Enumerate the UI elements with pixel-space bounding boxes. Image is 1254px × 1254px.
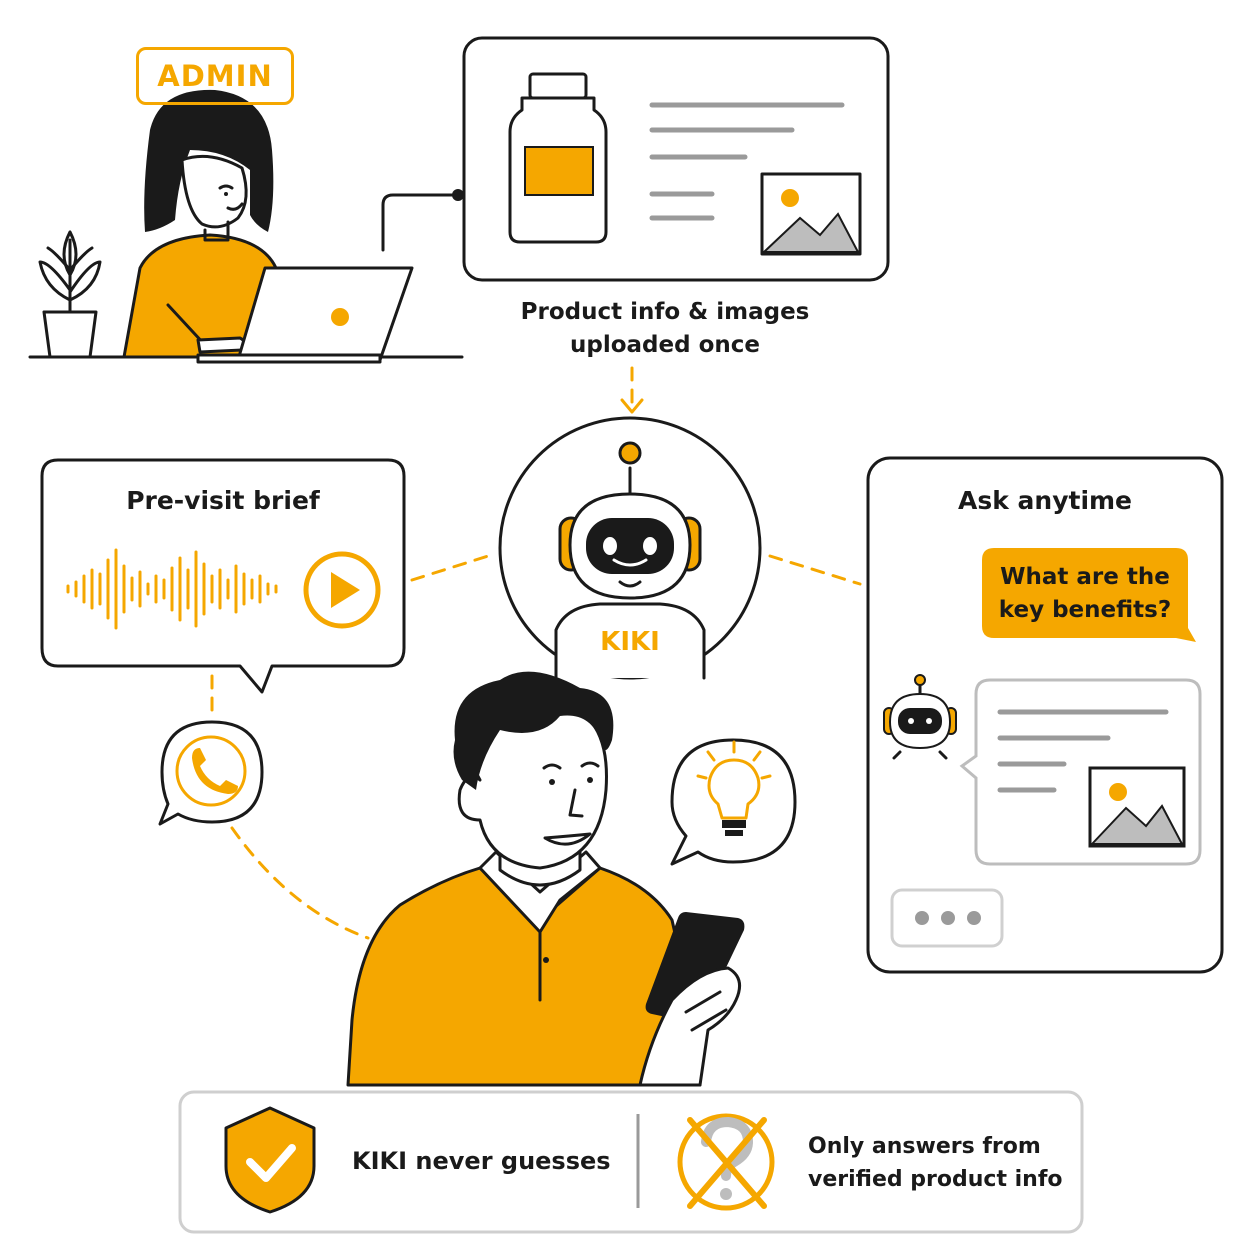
robot-icon bbox=[498, 416, 762, 680]
image-icon bbox=[760, 172, 862, 256]
robot-name: KIKI bbox=[600, 627, 660, 657]
admin-scene bbox=[28, 89, 464, 364]
play-icon[interactable] bbox=[303, 551, 381, 629]
lightbulb-icon bbox=[670, 738, 797, 866]
question-line2: key benefits? bbox=[998, 597, 1172, 623]
upload-caption-line2: uploaded once bbox=[570, 332, 760, 358]
laptop-icon bbox=[196, 266, 414, 364]
brief-card bbox=[40, 458, 406, 694]
plant-icon bbox=[38, 230, 102, 359]
footer-left-text: KIKI never guesses bbox=[352, 1147, 611, 1175]
brief-title: Pre-visit brief bbox=[126, 486, 320, 515]
user-person bbox=[346, 671, 745, 1087]
upload-caption: Product info & images uploaded once bbox=[500, 296, 830, 362]
question-bubble: What are the key benefits? bbox=[980, 548, 1190, 640]
footer-right-line2: verified product info bbox=[808, 1167, 1063, 1192]
whatsapp-icon bbox=[158, 720, 264, 826]
ask-title: Ask anytime bbox=[957, 486, 1133, 515]
footer-right-line1: Only answers from bbox=[808, 1134, 1041, 1159]
audio-wave-icon bbox=[66, 548, 278, 630]
admin-badge: ADMIN bbox=[136, 47, 294, 105]
mini-robot-icon bbox=[883, 674, 957, 760]
answer-image-icon bbox=[1088, 766, 1186, 848]
admin-person bbox=[122, 89, 292, 359]
footer-right-text: Only answers from verified product info bbox=[808, 1130, 1070, 1196]
typing-dots-icon bbox=[890, 888, 1004, 948]
upload-caption-line1: Product info & images bbox=[520, 299, 810, 325]
connectors bbox=[210, 189, 862, 940]
shield-check-icon bbox=[224, 1106, 316, 1214]
question-crossed-icon bbox=[677, 1113, 775, 1211]
question-line1: What are the bbox=[1000, 564, 1170, 590]
footer-bar bbox=[178, 1090, 1084, 1234]
upload-card bbox=[462, 36, 890, 282]
ask-card bbox=[866, 456, 1224, 974]
bottle-icon bbox=[508, 72, 608, 244]
phone-icon bbox=[645, 912, 745, 1023]
